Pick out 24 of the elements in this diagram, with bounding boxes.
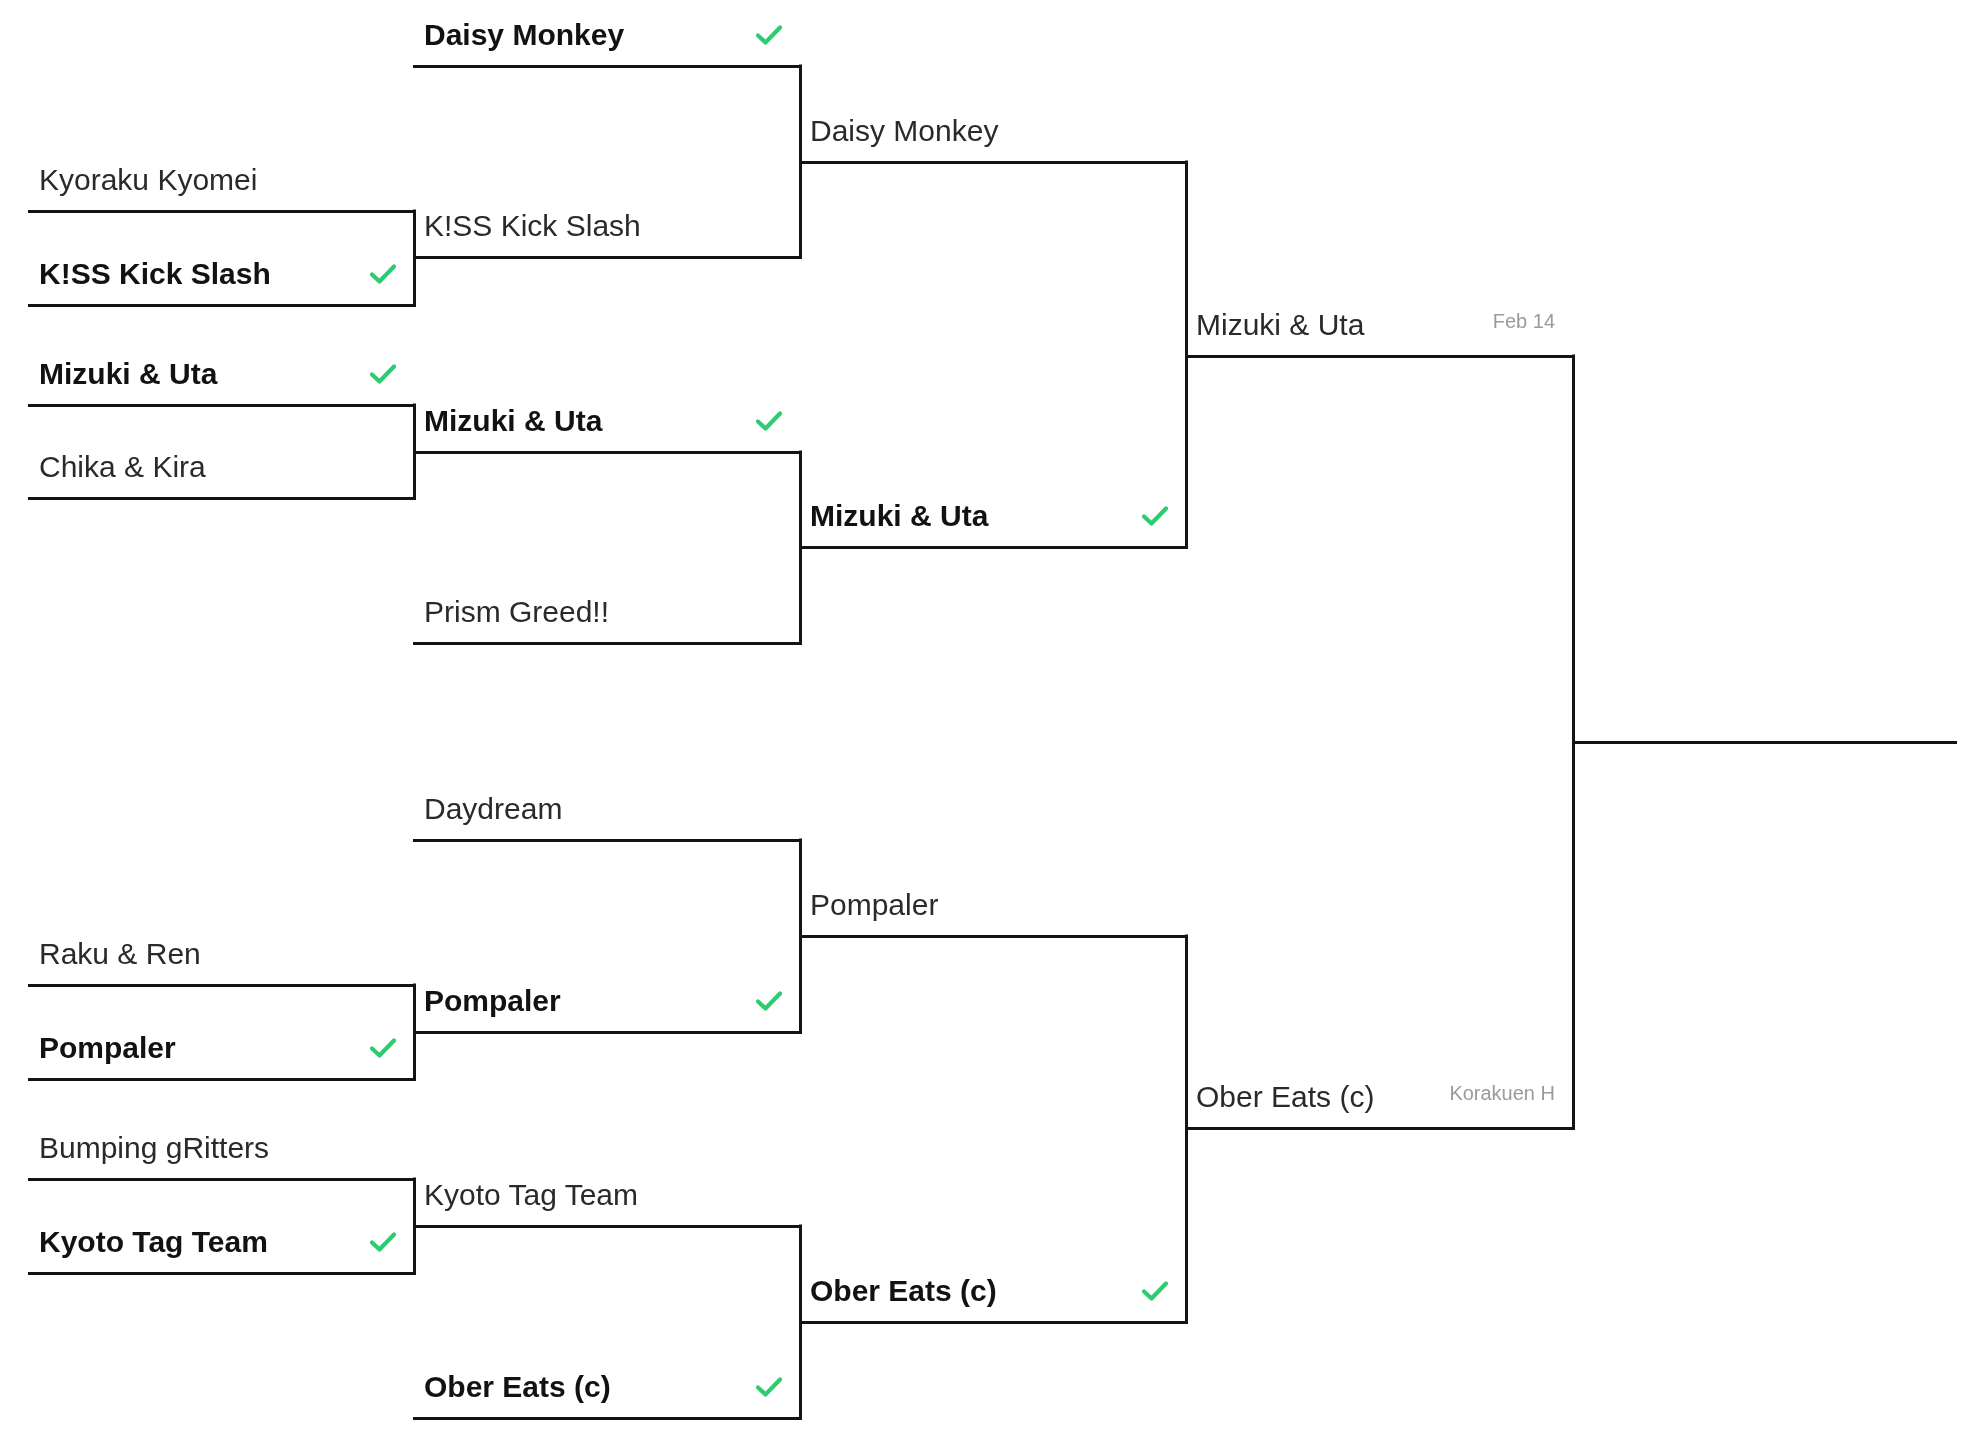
team-name: Ober Eats (c) xyxy=(810,1272,997,1309)
team-name: Chika & Kira xyxy=(39,448,206,485)
team-name: Kyoraku Kyomei xyxy=(39,161,258,198)
team-name: Pompaler xyxy=(810,886,939,923)
team-name: K!SS Kick Slash xyxy=(39,255,271,292)
team-name: Ober Eats (c) xyxy=(1196,1078,1375,1115)
team-name: Mizuki & Uta xyxy=(424,402,603,439)
team-name: K!SS Kick Slash xyxy=(424,207,641,244)
team-name: Mizuki & Uta xyxy=(1196,306,1365,343)
team-name: Pompaler xyxy=(39,1029,176,1066)
team-name: Ober Eats (c) xyxy=(424,1368,611,1405)
team-name: Kyoto Tag Team xyxy=(39,1223,268,1260)
team-name: Kyoto Tag Team xyxy=(424,1176,639,1213)
team-name: Mizuki & Uta xyxy=(39,355,218,392)
match-info: Feb 14 xyxy=(1492,308,1555,333)
team-name: Daisy Monkey xyxy=(810,112,999,149)
team-name: Pompaler xyxy=(424,982,561,1019)
team-name: Mizuki & Uta xyxy=(810,497,989,534)
team-name: Bumping gRitters xyxy=(39,1129,270,1166)
team-name: Raku & Ren xyxy=(39,935,201,972)
team-name: Prism Greed!! xyxy=(424,593,610,630)
match-info: Korakuen H xyxy=(1449,1080,1555,1105)
team-name: Daydream xyxy=(424,790,563,827)
team-name: Daisy Monkey xyxy=(424,16,625,53)
